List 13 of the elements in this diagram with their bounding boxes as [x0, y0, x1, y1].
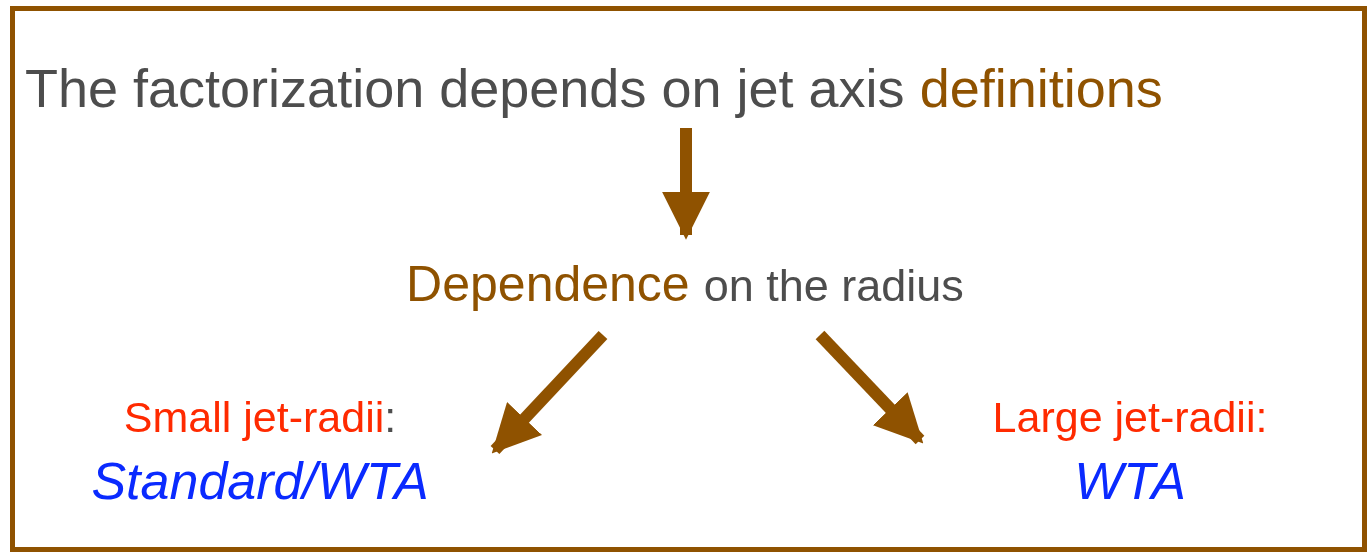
text-label: Large jet-radii:	[992, 393, 1268, 442]
text-label: Small jet-radii	[123, 393, 385, 442]
text-label: The factorization depends on jet axis	[25, 57, 905, 118]
text-label: :	[384, 393, 397, 442]
italic-text: Standard/WTA	[91, 452, 429, 511]
arrow	[815, 330, 925, 445]
text-label: on the radius	[703, 260, 964, 312]
frame-border	[10, 6, 1367, 552]
text-label: definitions	[919, 57, 1163, 118]
italic-text: WTA	[1074, 452, 1186, 511]
text-label: Dependence	[406, 256, 690, 313]
arrow	[662, 128, 710, 240]
arrow	[490, 330, 608, 455]
